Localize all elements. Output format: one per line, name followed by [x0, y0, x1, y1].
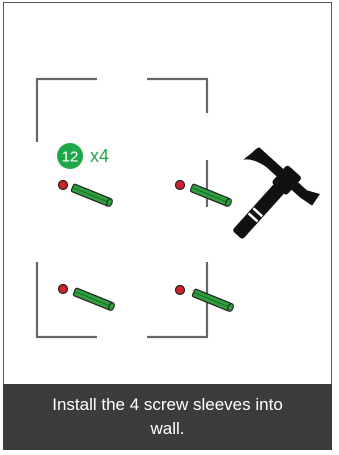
wall-corner-top-right	[147, 79, 207, 113]
wall-outline	[37, 79, 207, 337]
screw-sleeve-icon	[73, 288, 115, 311]
instruction-caption: Install the 4 screw sleeves into wall.	[38, 393, 298, 441]
sleeve-group-top-right	[176, 181, 233, 208]
sleeve-group-top-left	[59, 181, 114, 208]
caption-bar: Install the 4 screw sleeves into wall.	[3, 384, 332, 450]
sleeve-group-bottom-right	[176, 286, 235, 313]
step-badge: 12 x4	[57, 143, 109, 169]
screw-sleeve-icon	[190, 184, 232, 207]
quantity-label: x4	[90, 146, 109, 166]
screw-sleeve-icon	[192, 289, 234, 312]
wall-corner-top-left	[37, 79, 97, 142]
drill-hole-icon	[59, 285, 68, 294]
drill-hole-icon	[176, 181, 185, 190]
screw-sleeve-icon	[71, 184, 113, 207]
sleeve-group-bottom-left	[59, 285, 116, 312]
step-number: 12	[62, 149, 79, 166]
drill-hole-icon	[59, 181, 68, 190]
wall-corner-bottom-right	[147, 262, 207, 337]
drill-hole-icon	[176, 286, 185, 295]
